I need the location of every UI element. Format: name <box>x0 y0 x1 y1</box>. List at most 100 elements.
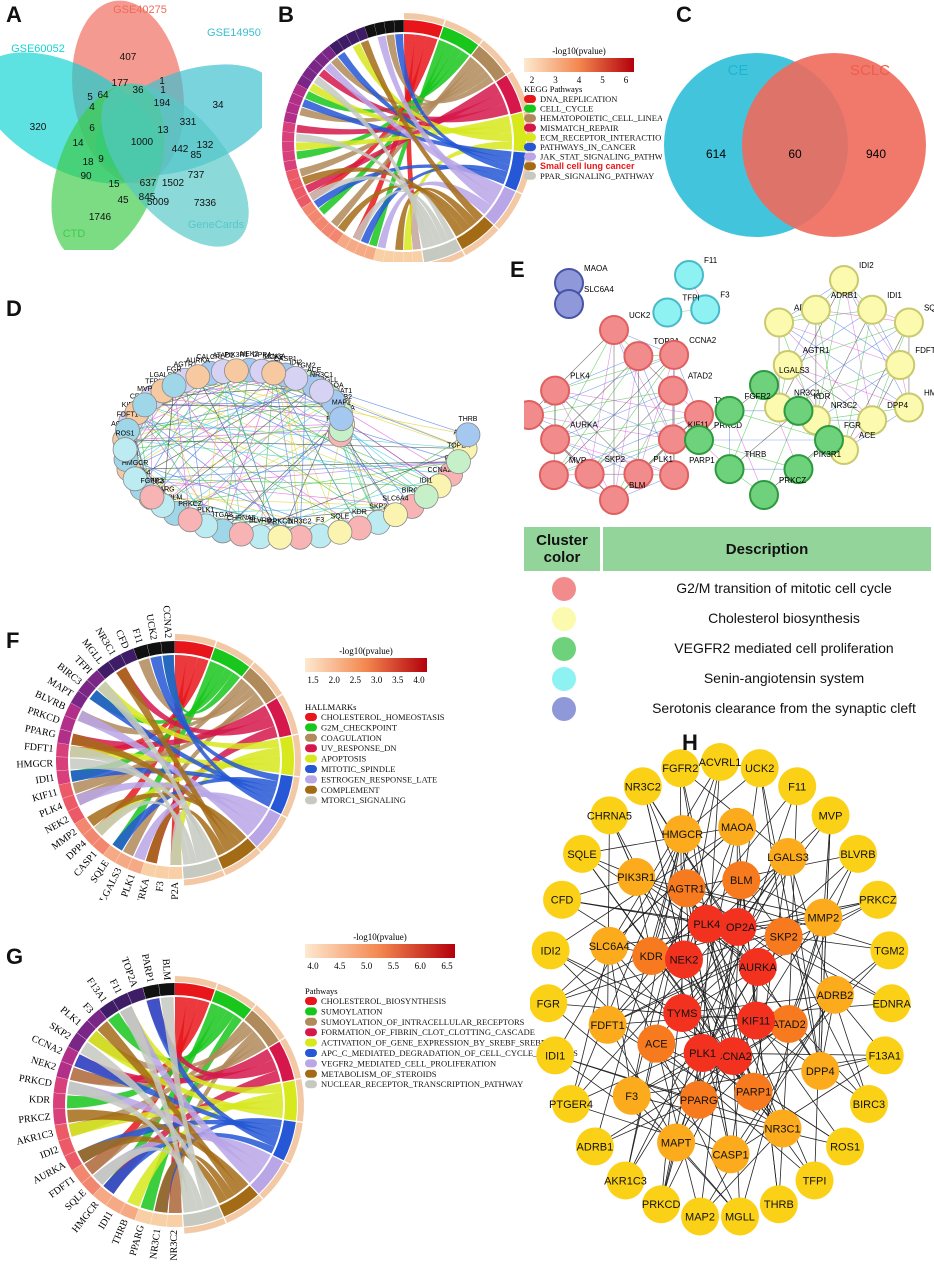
scale-tick: 1.5 <box>307 675 319 685</box>
gene-node-slc6a4 <box>383 503 407 527</box>
gene-node-label: MAP2 <box>332 400 351 407</box>
gene-arc <box>161 641 175 654</box>
gene-node-label: PRKCD <box>268 518 293 525</box>
gene-node-aurka <box>186 365 210 389</box>
gene-node-label: MAOA <box>584 264 608 273</box>
legend-swatch <box>305 1039 317 1047</box>
color-scale-bar <box>524 58 634 72</box>
gene-node-label: PIK3R1 <box>224 352 248 359</box>
venn-count: 1502 <box>162 178 185 189</box>
legend-swatch <box>305 1059 317 1067</box>
gene-label: TOP2A <box>119 956 140 990</box>
gene-label: IDI2 <box>39 1144 61 1161</box>
legend-entry-sumoylation-of-intracellular-receptors: SUMOYLATION_OF_INTRACELLULAR_RECEPTORS <box>321 1017 525 1027</box>
legend-swatch <box>524 105 536 113</box>
hub-node-label: HMGCR <box>662 829 704 841</box>
legend-swatch <box>524 133 536 141</box>
gene-node-label: PARP1 <box>689 456 715 465</box>
panel-label-a: A <box>6 2 22 28</box>
hub-node-label: MAOA <box>721 822 754 834</box>
gene-label: SKP2 <box>47 1020 73 1042</box>
hub-node-label: MVP <box>819 810 843 822</box>
venn-count: 90 <box>80 171 92 182</box>
legend-entry-dna-replication: DNA_REPLICATION <box>540 94 617 104</box>
legend-swatch <box>305 1028 317 1036</box>
hub-node-label: TGM2 <box>874 945 905 957</box>
gene-node-fgr <box>162 373 186 397</box>
gene-arc <box>169 867 183 879</box>
description-header: Description <box>603 527 931 571</box>
legend-swatch <box>305 775 317 783</box>
gene-node-fgfr2 <box>716 397 744 425</box>
venn-set-label-genecards: GeneCards <box>188 219 245 231</box>
gene-arc <box>151 1213 168 1227</box>
hub-node-label: BLVRB <box>840 849 875 861</box>
gene-node-label: DPP4 <box>887 401 908 410</box>
venn-count: 442 <box>172 144 189 155</box>
gene-arc <box>54 1077 68 1094</box>
legend-swatch <box>305 1070 317 1078</box>
gene-label: KDR <box>29 1094 51 1106</box>
legend-entry-hematopoietic-cell-lineage: HEMATOPOIETIC_CELL_LINEAGE <box>540 113 662 123</box>
legend-entry-mtorc1-signaling: MTORC1_SIGNALING <box>321 795 406 805</box>
cluster-row: Senin-angiotensin system <box>524 664 931 694</box>
venn-count: 45 <box>117 195 129 206</box>
legend-swatch <box>524 143 536 151</box>
venn-count: 13 <box>157 125 169 136</box>
gene-node-label: PRKCZ <box>779 476 806 485</box>
legend-entry-mismatch-repair: MISMATCH_REPAIR <box>540 123 619 133</box>
venn-count: 15 <box>108 179 120 190</box>
gene-label: BLM <box>160 958 172 980</box>
scale-title: -log10(pvalue) <box>353 932 406 942</box>
panel-label-e: E <box>510 257 525 283</box>
gene-node-label: NR3C1 <box>310 372 333 379</box>
hub-node-label: THRB <box>764 1199 794 1211</box>
gene-label: FDFT1 <box>24 741 54 754</box>
legend-entry-ecm-receptor-interaction: ECM_RECEPTOR_INTERACTION <box>540 132 662 142</box>
scale-tick: 3.0 <box>371 675 383 685</box>
hub-node-label: DPP4 <box>806 1066 835 1078</box>
gene-label: F3 <box>154 881 166 893</box>
gene-node-dpp4 <box>858 406 886 434</box>
gene-node-fgfr2 <box>140 485 164 509</box>
gene-label: AKR1C3 <box>15 1128 54 1147</box>
gene-arc <box>282 142 294 152</box>
gene-arc <box>282 122 295 133</box>
legend-swatch <box>305 1049 317 1057</box>
gene-arc <box>403 252 413 262</box>
legend-entry-cholesterol-homeostasis: CHOLESTEROL_HOMEOSTASIS <box>321 712 445 722</box>
cluster-row: Cholesterol biosynthesis <box>524 604 931 634</box>
legend-entry-ppar-signaling-pathway: PPAR_SIGNALING_PATHWAY <box>540 171 654 181</box>
hub-node-label: FGFR2 <box>662 763 698 775</box>
venn-count: 1 <box>160 85 166 96</box>
gene-label: NR3C1 <box>148 1228 163 1260</box>
gene-arc <box>147 642 162 656</box>
legend-entry-metabolism-of-steroids: METABOLISM_OF_STEROIDS <box>321 1069 437 1079</box>
legend-swatch <box>305 786 317 794</box>
venn-count: 194 <box>154 98 171 109</box>
color-scale-bar <box>305 944 455 958</box>
legend-swatch <box>305 997 317 1005</box>
gene-arc <box>57 770 71 785</box>
scale-tick: 6.0 <box>415 961 427 971</box>
hub-node-label: SLC6A4 <box>589 941 630 953</box>
gene-node-label: IDI2 <box>289 359 302 366</box>
gene-arc <box>56 743 69 757</box>
cluster-color-swatch <box>552 697 576 721</box>
gene-node-ros1 <box>113 438 137 462</box>
gene-arc <box>55 1123 70 1141</box>
hub-node-label: EDNRA <box>872 998 911 1010</box>
gene-label: HMGCR <box>16 758 53 770</box>
gene-node-sqle <box>328 520 352 544</box>
venn-count: 1000 <box>131 137 154 148</box>
gene-node-label: FGR <box>167 366 182 373</box>
hub-node-label: KIF11 <box>742 1015 771 1027</box>
chord-diagram-f: TOP2AF3AURKAPLK1LGALS3SQLECASP1DPP4MMP2N… <box>0 600 520 900</box>
hub-node-label: ROS1 <box>830 1141 860 1153</box>
scale-tick: 4.0 <box>413 675 425 685</box>
venn-count: 331 <box>180 117 197 128</box>
cluster-row: G2/M transition of mitotic cell cycle <box>524 574 931 604</box>
gene-node-label: NR3C2 <box>831 401 858 410</box>
